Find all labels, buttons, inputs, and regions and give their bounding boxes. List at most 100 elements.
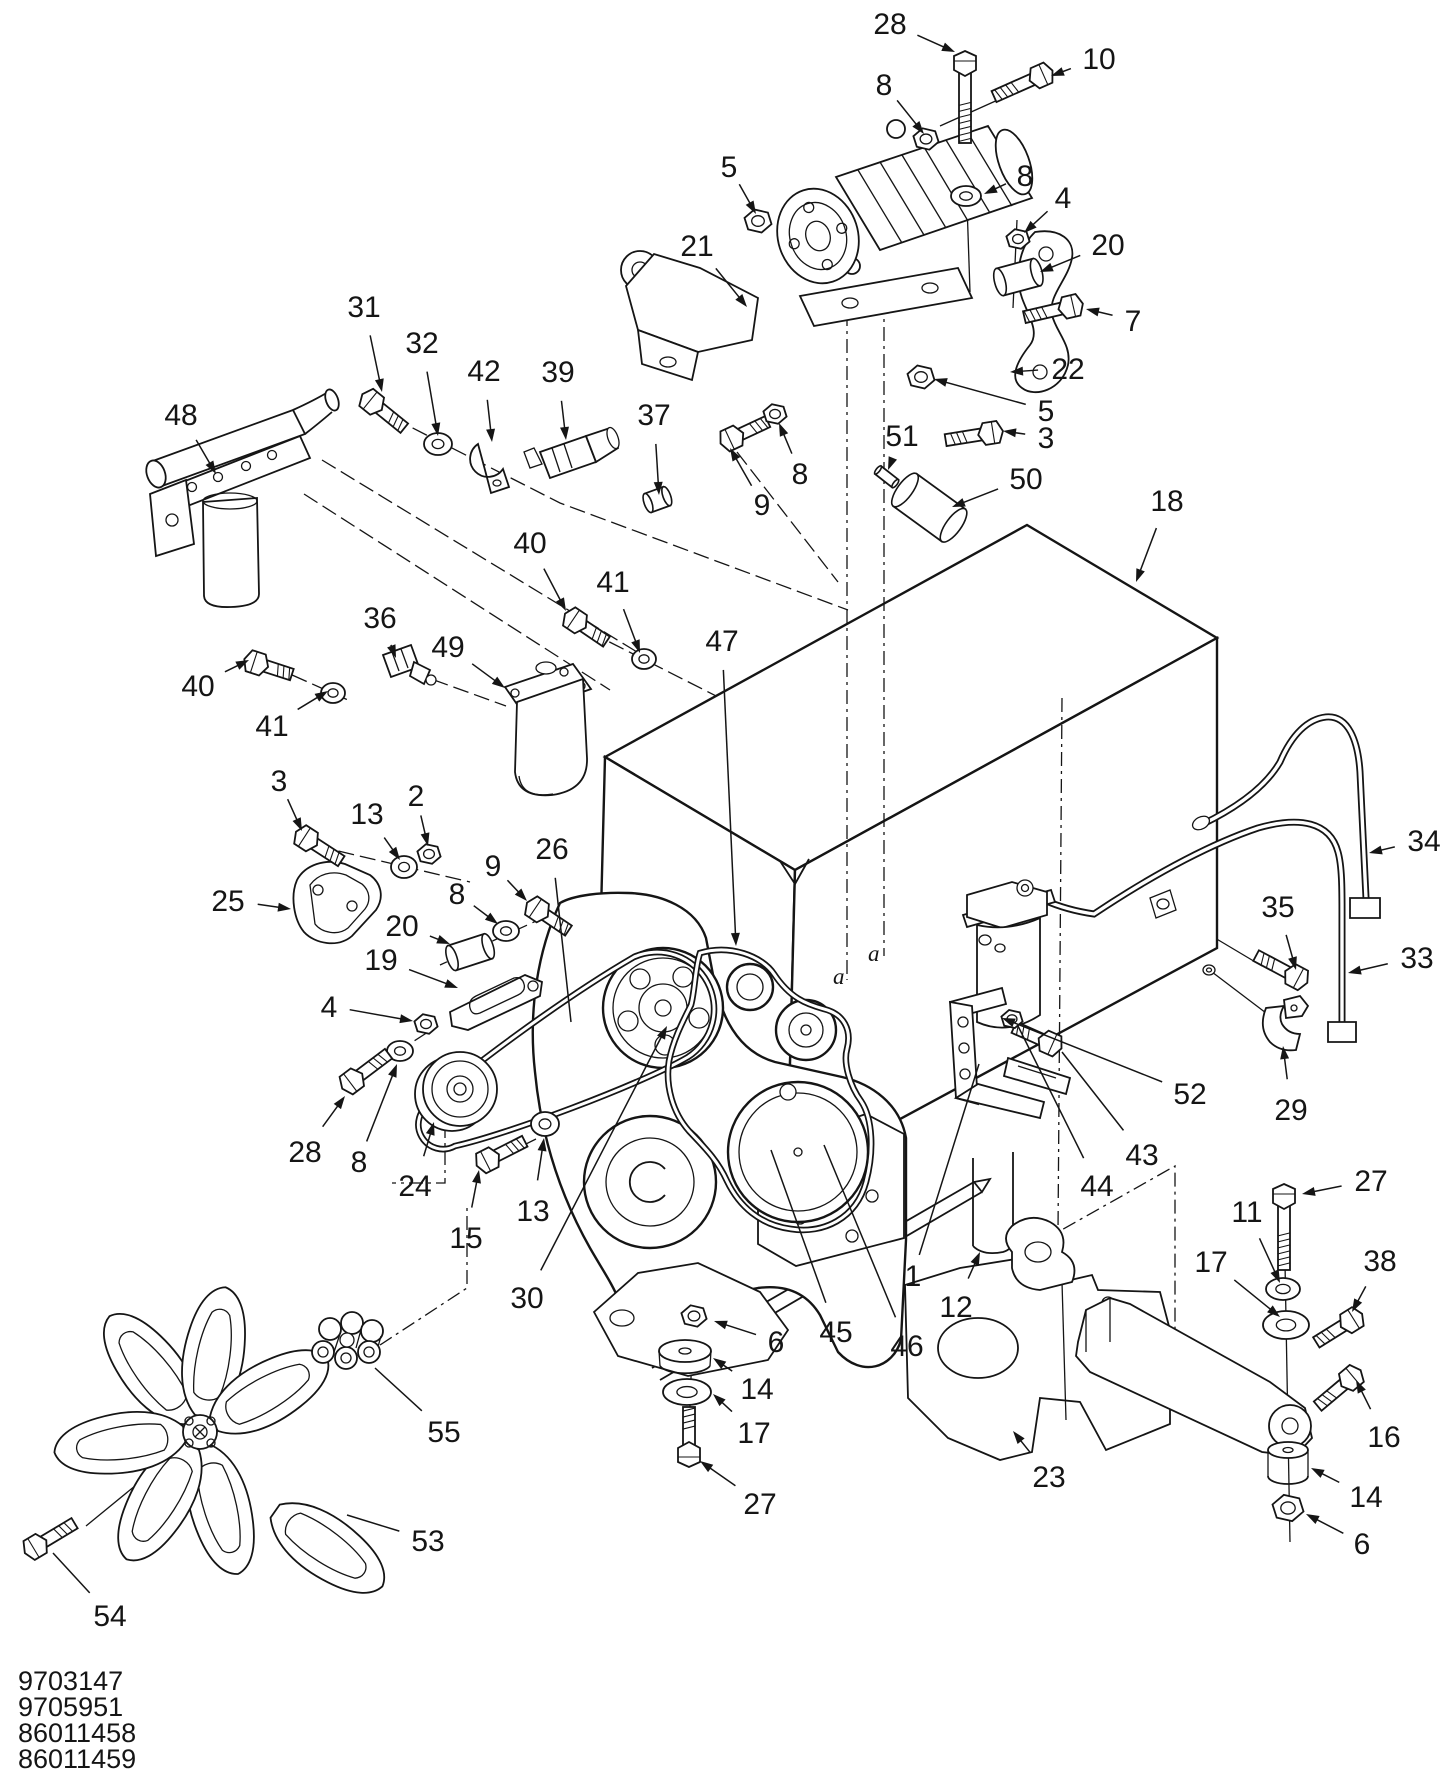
washer-17-right xyxy=(1262,1310,1310,1340)
callout-18-28: 18 xyxy=(1136,485,1184,582)
part-number-label-28: 28 xyxy=(288,1136,321,1169)
part-number-label-29: 29 xyxy=(1274,1094,1307,1127)
washer-13-left xyxy=(390,855,418,879)
part-number-label-39: 39 xyxy=(541,356,574,389)
part-number-label-45: 45 xyxy=(819,1316,852,1349)
callout-50-13: 50 xyxy=(952,463,1043,507)
part-number-label-41: 41 xyxy=(255,710,288,743)
callout-33-32: 33 xyxy=(1348,942,1434,975)
callout-24-45: 24 xyxy=(398,1122,435,1203)
part-number-label-52: 52 xyxy=(1173,1078,1206,1111)
callout-3-11: 3 xyxy=(1003,422,1054,455)
part-number-label-30: 30 xyxy=(510,1282,543,1315)
callout-41-23: 41 xyxy=(596,566,640,653)
engine-front xyxy=(415,891,908,1377)
callout-42-16: 42 xyxy=(467,355,501,442)
callout-25-36: 25 xyxy=(211,885,291,918)
callout-22-9: 22 xyxy=(1010,353,1085,386)
callout-8-4: 8 xyxy=(984,160,1033,194)
section-mark-a: a xyxy=(833,964,845,989)
callout-13-34: 13 xyxy=(350,798,400,860)
part-number-label-13: 13 xyxy=(350,798,383,831)
part-number-label-47: 47 xyxy=(705,625,738,658)
bolt-28-left xyxy=(338,1047,394,1096)
part-number-label-55: 55 xyxy=(427,1416,460,1449)
part-number-label-37: 37 xyxy=(637,399,670,432)
callout-51-12: 51 xyxy=(885,420,919,470)
box-mounting-holes xyxy=(1149,889,1216,976)
pin-51 xyxy=(873,464,900,489)
callout-44-57: 44 xyxy=(1017,1025,1114,1203)
washer-13-mid xyxy=(530,1111,560,1137)
callout-11-62: 11 xyxy=(1231,1196,1280,1283)
fan xyxy=(49,1281,344,1583)
bolt-3-left xyxy=(293,824,346,868)
callout-45-53: 45 xyxy=(770,1149,853,1349)
callout-20-40: 20 xyxy=(385,910,450,944)
part-number-label-34: 34 xyxy=(1407,825,1440,858)
part-number-label-2: 2 xyxy=(408,780,425,813)
washer-8-upper xyxy=(950,185,982,207)
callout-47-29: 47 xyxy=(705,625,740,946)
canister-50 xyxy=(890,472,968,543)
part-number-label-33: 33 xyxy=(1400,942,1433,975)
fuel-pipe-33 xyxy=(1042,818,1357,1043)
callout-16-65: 16 xyxy=(1356,1380,1401,1454)
section-mark-a: a xyxy=(868,941,880,966)
part-number-label-40: 40 xyxy=(181,670,214,703)
nut-6-right xyxy=(1271,1493,1305,1523)
footer-part-number-3: 86011459 xyxy=(18,1744,136,1774)
sleeve-37 xyxy=(642,485,673,514)
callout-54-71: 54 xyxy=(52,1552,127,1633)
part-number-label-27: 27 xyxy=(1354,1165,1387,1198)
cover-25 xyxy=(292,860,382,945)
callout-40-22: 40 xyxy=(513,527,566,611)
callout-17-63: 17 xyxy=(1194,1246,1280,1317)
part-number-label-12: 12 xyxy=(939,1291,972,1324)
spacer-hub-55 xyxy=(311,1311,384,1370)
oil-filter-49 xyxy=(503,661,593,797)
callout-41-27: 41 xyxy=(255,691,328,743)
part-number-label-44: 44 xyxy=(1080,1170,1113,1203)
fitting-39 xyxy=(523,426,620,480)
rubber-mount-14-center xyxy=(658,1339,712,1375)
fasteners-layer xyxy=(22,50,1365,1562)
part-number-label-8: 8 xyxy=(1017,160,1034,193)
part-number-label-27: 27 xyxy=(743,1488,776,1521)
callout-10-1: 10 xyxy=(1051,43,1116,76)
part-number-label-38: 38 xyxy=(1363,1245,1396,1278)
callout-14-50: 14 xyxy=(713,1358,774,1406)
callout-7-8: 7 xyxy=(1086,305,1141,338)
part-number-label-8: 8 xyxy=(792,458,809,491)
callout-8-2: 8 xyxy=(876,69,924,134)
callout-55-69: 55 xyxy=(374,1367,461,1449)
callout-6-68: 6 xyxy=(1306,1514,1370,1561)
part-number-label-43: 43 xyxy=(1125,1139,1158,1172)
pulley-24 xyxy=(414,1051,498,1132)
rubber-mount-14-right xyxy=(1267,1441,1309,1485)
bolt-15 xyxy=(475,1134,529,1175)
callout-39-17: 39 xyxy=(541,356,575,440)
callout-32-15: 32 xyxy=(405,327,441,436)
part-number-label-6: 6 xyxy=(768,1326,785,1359)
callout-35-31: 35 xyxy=(1261,891,1297,970)
part-number-label-51: 51 xyxy=(885,420,918,453)
part-number-label-19: 19 xyxy=(364,944,397,977)
callout-2-35: 2 xyxy=(408,780,430,846)
part-number-label-22: 22 xyxy=(1051,353,1084,386)
callout-21-6: 21 xyxy=(680,230,747,307)
part-number-label-5: 5 xyxy=(1038,395,1055,428)
callout-17-51: 17 xyxy=(713,1394,771,1450)
washer-32 xyxy=(423,432,453,456)
nut-8-upper xyxy=(912,127,940,151)
bolt-40-upper xyxy=(562,606,612,648)
part-number-label-16: 16 xyxy=(1367,1421,1400,1454)
compressor-mount-bar xyxy=(798,266,974,328)
callout-14-67: 14 xyxy=(1311,1468,1383,1514)
callout-23-66: 23 xyxy=(1013,1431,1066,1494)
part-number-label-4: 4 xyxy=(321,991,338,1024)
callout-5-3: 5 xyxy=(721,151,756,214)
mount-link-arm xyxy=(1075,1297,1313,1457)
part-number-label-17: 17 xyxy=(1194,1246,1227,1279)
part-number-label-5: 5 xyxy=(721,151,738,184)
